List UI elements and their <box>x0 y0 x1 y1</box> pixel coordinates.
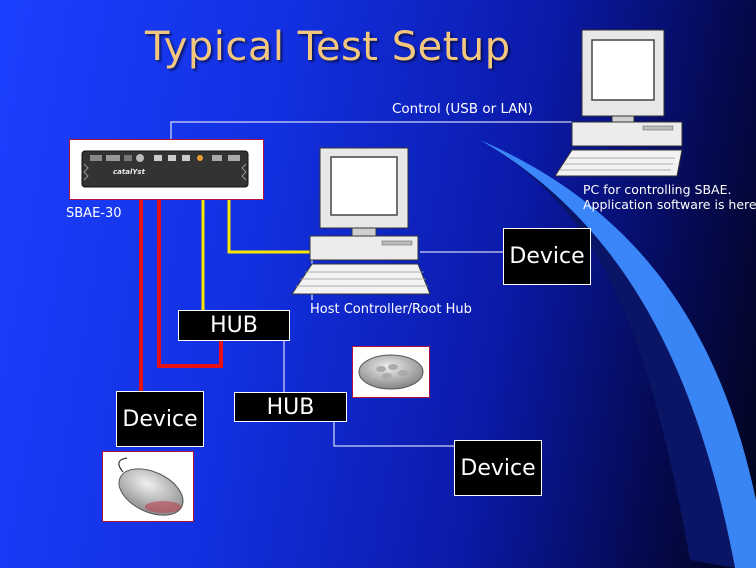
pc-computer-icon <box>555 29 683 177</box>
mouse-icon <box>118 457 184 516</box>
sbae-analyzer: catalYst <box>69 139 264 200</box>
keypad-image-frame <box>352 346 430 398</box>
control-wire <box>170 121 575 140</box>
device-box-right: Device <box>503 228 591 285</box>
keypad-icon <box>358 354 424 390</box>
control-label: Control (USB or LAN) <box>392 101 533 117</box>
pc-description-line2: Application software is here. <box>583 197 756 212</box>
analyzer-brand-label: catalYst <box>113 168 145 176</box>
host-controller-label: Host Controller/Root Hub <box>310 302 472 317</box>
device-box-bottom: Device <box>454 440 542 496</box>
pc-description-line1: PC for controlling SBAE. <box>583 182 732 197</box>
red-cable-hub <box>157 198 223 368</box>
device-box-left: Device <box>116 391 204 447</box>
host-computer-icon <box>291 147 431 295</box>
slide-title: Typical Test Setup <box>145 24 511 70</box>
sbae-label: SBAE-30 <box>66 206 122 221</box>
mouse-image-frame <box>102 451 194 522</box>
analyzer-device-icon <box>70 140 263 199</box>
hub-box-upper: HUB <box>178 310 290 341</box>
hub-box-lower: HUB <box>234 392 347 422</box>
yellow-cable-host <box>227 198 312 254</box>
wire-hub-device <box>333 420 455 447</box>
